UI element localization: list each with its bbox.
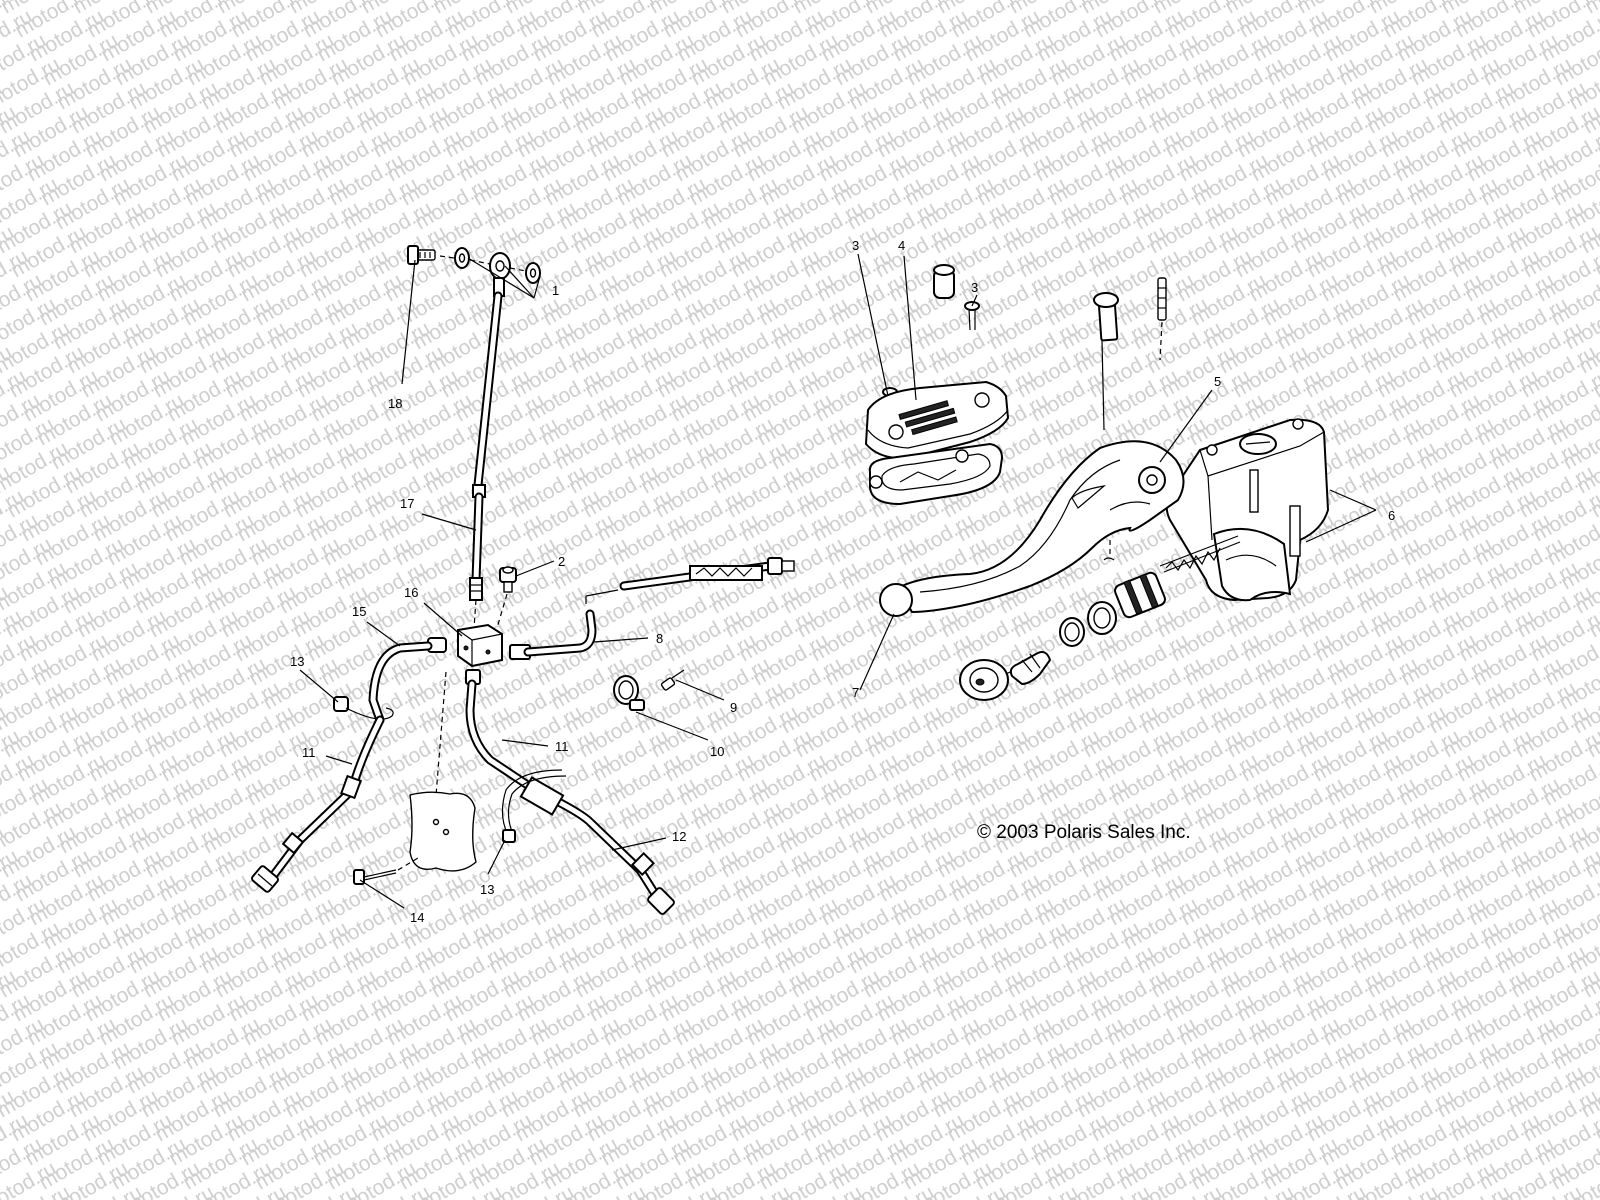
callout-7: 7 (852, 685, 859, 700)
callout-13-right: 13 (480, 882, 494, 897)
callout-6: 6 (1388, 508, 1395, 523)
copyright-notice: © 2003 Polaris Sales Inc. (977, 822, 1191, 843)
callout-12: 12 (672, 829, 686, 844)
junction-block-part (457, 623, 503, 668)
callout-3-left: 3 (852, 238, 859, 253)
callout-9: 9 (730, 700, 737, 715)
callout-8: 8 (656, 631, 663, 646)
callout-17: 17 (400, 496, 414, 511)
callout-1: 1 (552, 283, 559, 298)
callout-10: 10 (710, 744, 724, 759)
reservoir-plug-part (933, 264, 955, 299)
callout-11-right: 11 (555, 739, 569, 754)
callout-3-right: 3 (971, 280, 978, 295)
callout-4: 4 (898, 238, 905, 253)
callout-15: 15 (352, 604, 366, 619)
watermark-text: motod.ru (1595, 0, 1600, 42)
callout-14: 14 (410, 910, 424, 925)
callout-18: 18 (388, 396, 402, 411)
callout-16: 16 (404, 585, 418, 600)
callout-5: 5 (1214, 374, 1221, 389)
callout-2: 2 (558, 554, 565, 569)
callout-11-left: 11 (302, 745, 316, 760)
callout-13-left: 13 (290, 654, 304, 669)
